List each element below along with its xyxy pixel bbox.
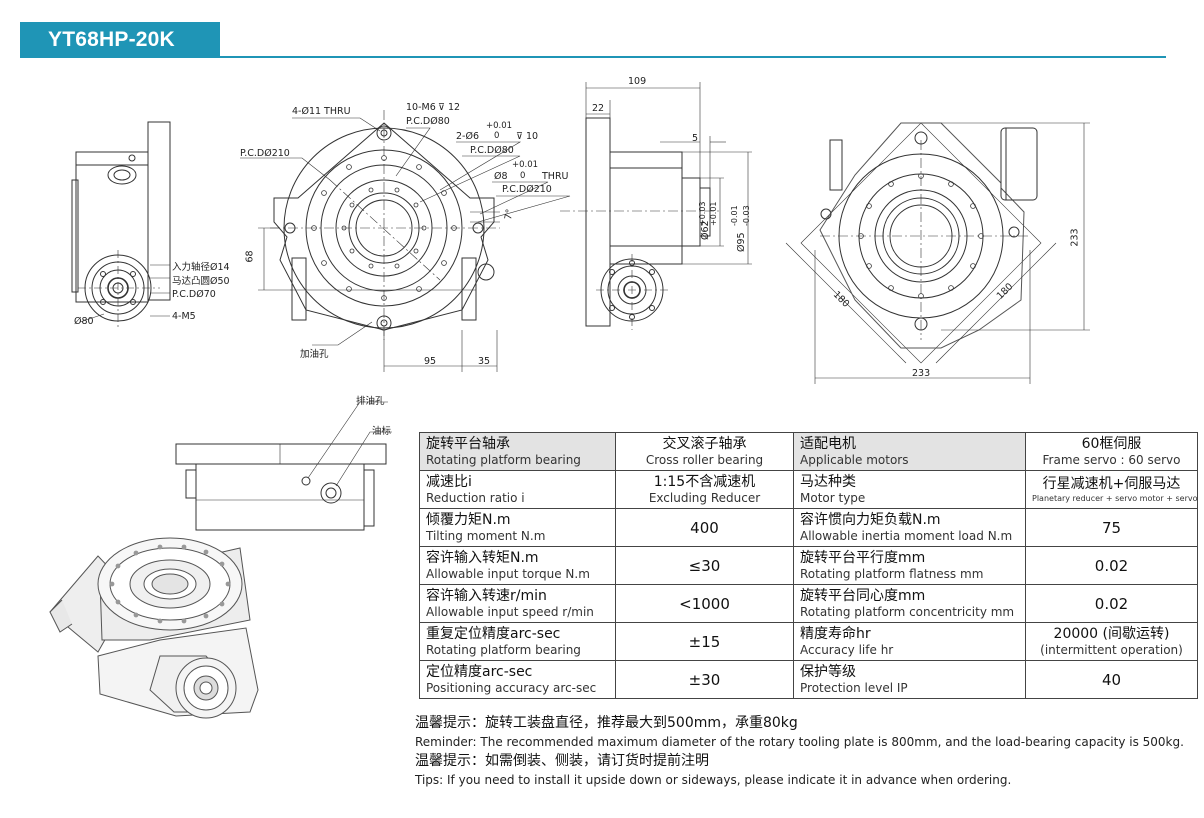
header-rule — [20, 56, 1166, 58]
dim-tap-depth-icon: ⊽ — [438, 102, 445, 113]
dim-pin-depth: 10 — [526, 131, 539, 142]
spec-value-cell: ±30 — [615, 660, 794, 699]
oil-level-label: 油标 — [372, 426, 392, 437]
dim-left-holes: 4-M5 — [172, 311, 196, 322]
model-title-bar: YT68HP-20K — [20, 22, 220, 57]
note-tips-en: Tips: If you need to install it upside d… — [415, 773, 1012, 787]
bottom-view-drawing — [175, 401, 392, 531]
dim-input-shaft: 入力轴径Ø14 — [172, 262, 230, 273]
isometric-view-drawing — [49, 537, 259, 719]
dim-5: 5 — [692, 133, 699, 144]
dim-pcd80-b: P.C.DØ80 — [470, 145, 514, 156]
dim-hole-thru: THRU — [542, 171, 569, 182]
dim-width-35: 35 — [478, 356, 491, 367]
spec-value-cell: ≤30 — [615, 546, 794, 585]
spec-value-cell: 0.02 — [1025, 546, 1198, 585]
dim-d95-tol-dn: -0.03 — [742, 205, 751, 226]
note-reminder-zh: 温馨提示：旋转工装盘直径，推荐最大到500mm，承重80kg — [415, 715, 798, 731]
dim-width-95: 95 — [424, 356, 437, 367]
model-title: YT68HP-20K — [48, 28, 175, 51]
dim-thru-holes: 4-Ø11 THRU — [292, 106, 351, 117]
dim-pin-depth-icon: ⊽ — [516, 131, 523, 142]
dim-pin-tol: +0.01 — [486, 121, 513, 131]
dim-diag-a: 180 — [830, 289, 852, 310]
dim-pcd210-b: P.C.DØ210 — [502, 184, 552, 195]
dim-d62-tol-dn: +0.01 — [709, 201, 718, 226]
dim-109: 109 — [628, 76, 647, 87]
note-tips-zh: 温馨提示：如需倒装、侧装，请订货时提前注明 — [415, 753, 709, 769]
front-view-drawing — [240, 110, 571, 372]
dim-diag-b: 180 — [994, 281, 1016, 302]
dim-hole-zero: 0 — [520, 171, 526, 181]
spec-value-cell: 20000 (间歇运转)(intermittent operation) — [1025, 622, 1198, 661]
spec-value-cell: 40 — [1025, 660, 1198, 699]
dim-hole-tol: +0.01 — [512, 160, 539, 170]
dim-d95-tol-up: -0.01 — [730, 205, 739, 226]
dim-angle: 7° — [503, 208, 516, 221]
note-reminder-en: Reminder: The recommended maximum diamet… — [415, 735, 1184, 749]
drain-hole-label: 排油孔 — [356, 396, 385, 407]
dim-left-outer: Ø80 — [74, 316, 94, 327]
spec-value-cell: 0.02 — [1025, 584, 1198, 623]
dim-h233: 233 — [1069, 228, 1081, 247]
left-view-drawing — [71, 121, 171, 330]
dim-pcd80-a: P.C.DØ80 — [406, 116, 450, 127]
spec-value-cell: ±15 — [615, 622, 794, 661]
dim-hole: Ø8 — [494, 171, 508, 182]
dim-left-pcd: P.C.DØ70 — [172, 289, 216, 300]
dim-tap-depth: 12 — [448, 102, 461, 113]
notes-block: 温馨提示：旋转工装盘直径，推荐最大到500mm，承重80kg Reminder:… — [415, 714, 1185, 790]
side-view-drawing — [560, 82, 752, 330]
dim-pin: 2-Ø6 — [456, 131, 479, 142]
oil-fill-hole-label: 加油孔 — [300, 349, 329, 360]
dim-22: 22 — [592, 103, 605, 114]
dim-tap: 10-M6 — [406, 102, 436, 113]
top-view-drawing — [785, 122, 1090, 384]
spec-value-cell: 75 — [1025, 508, 1198, 547]
dim-height-68: 68 — [244, 250, 256, 263]
dim-d95: Ø95 — [736, 232, 747, 252]
dim-d62-tol-up: +0.03 — [698, 201, 707, 226]
spec-value-cell: <1000 — [615, 584, 794, 623]
dim-pcd210-a: P.C.DØ210 — [240, 148, 290, 159]
dim-w233: 233 — [912, 368, 931, 379]
dim-motor-boss: 马达凸圆Ø50 — [172, 276, 230, 287]
spec-value-cell: 400 — [615, 508, 794, 547]
dim-pin-zero: 0 — [494, 131, 500, 141]
